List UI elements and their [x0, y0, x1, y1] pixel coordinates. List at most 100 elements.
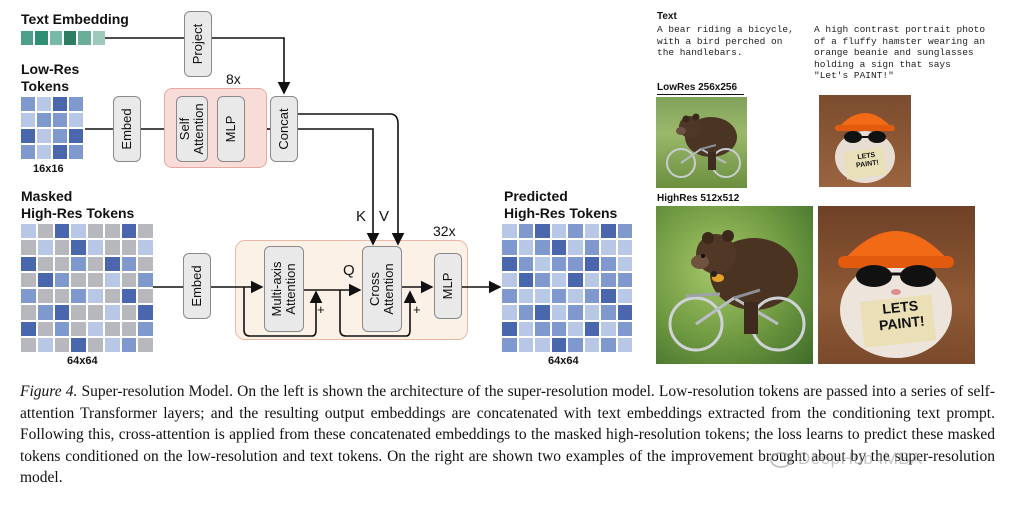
token-cell [37, 289, 53, 304]
token-cell [104, 321, 120, 336]
token-cell [584, 224, 599, 239]
concat-box: Concat [270, 96, 298, 162]
token-cell [584, 256, 599, 271]
token-cell [53, 97, 67, 111]
token-cell [568, 321, 583, 336]
token-cell [88, 272, 103, 287]
token-cell [71, 305, 86, 320]
token-cell [54, 272, 70, 287]
token-cell [21, 337, 36, 352]
token-cell [535, 256, 550, 271]
token-cell [535, 240, 550, 255]
token-cell [502, 321, 517, 336]
token-cell [518, 272, 533, 287]
token-cell [138, 224, 153, 239]
token-cell [502, 305, 517, 320]
token-cell [551, 272, 566, 287]
masked-high-res-label: Masked High-Res Tokens [21, 188, 135, 221]
token-cell [88, 337, 103, 352]
token-cell [568, 272, 583, 287]
token-cell [21, 305, 36, 320]
lowres-hamster-image: LETS PAINT! [819, 95, 911, 187]
embed-box-high-res: Embed [183, 253, 211, 319]
token-cell [617, 289, 632, 304]
token-cell [535, 224, 550, 239]
token-cell [584, 337, 599, 352]
token-cell [551, 321, 566, 336]
token-cell [54, 337, 70, 352]
token-cell [21, 256, 36, 271]
token-cell [535, 272, 550, 287]
token-cell [104, 289, 120, 304]
token-cell [551, 337, 566, 352]
token-cell [21, 240, 36, 255]
token-cell [568, 337, 583, 352]
text-embedding-bar [21, 31, 105, 45]
token-cell [584, 289, 599, 304]
lowres-bear-image [656, 97, 747, 188]
token-cell [601, 289, 616, 304]
token-cell [88, 224, 103, 239]
token-cell [21, 224, 36, 239]
token-cell [617, 321, 632, 336]
token-cell [601, 240, 616, 255]
token-cell [121, 272, 137, 287]
token-cell [37, 305, 53, 320]
token-cell [518, 305, 533, 320]
prompt-bear: A bear riding a bicycle, with a bird per… [657, 24, 794, 58]
token-cell [502, 256, 517, 271]
repeat-8x-label: 8x [226, 71, 241, 87]
token-cell [518, 256, 533, 271]
watermark: DeepHub IMBA [770, 449, 922, 469]
low-res-label: Low-Res Tokens [21, 61, 80, 94]
highres-label: HighRes 512x512 [657, 193, 740, 204]
token-cell [551, 240, 566, 255]
token-cell [138, 240, 153, 255]
token-cell [601, 272, 616, 287]
text-embedding-label: Text Embedding [21, 11, 129, 27]
predicted-high-res-token-grid [502, 224, 632, 352]
k-label: K [356, 208, 367, 225]
token-cell [69, 113, 83, 127]
token-cell [71, 337, 86, 352]
token-cell [601, 321, 616, 336]
token-cell [71, 224, 86, 239]
token-cell [518, 289, 533, 304]
token-cell [104, 256, 120, 271]
token-cell [121, 305, 137, 320]
text-embedding-cell [35, 31, 48, 45]
project-box: Project [184, 11, 212, 77]
token-cell [601, 337, 616, 352]
token-cell [88, 256, 103, 271]
token-cell [121, 240, 137, 255]
token-cell [535, 321, 550, 336]
text-embedding-cell [92, 31, 105, 45]
caption-text: Super-resolution Model. On the left is s… [20, 383, 995, 486]
token-cell [71, 289, 86, 304]
token-cell [551, 224, 566, 239]
token-cell [21, 113, 35, 127]
prompt-hamster: A high contrast portrait photo of a fluf… [814, 24, 986, 81]
highres-bear-image [656, 206, 813, 364]
lowres-underline [657, 94, 744, 95]
token-cell [121, 224, 137, 239]
token-cell [502, 240, 517, 255]
token-cell [584, 305, 599, 320]
text-embedding-cell [78, 31, 91, 45]
token-cell [121, 321, 137, 336]
token-cell [138, 289, 153, 304]
masked-high-res-token-grid [21, 224, 153, 352]
low-res-size-label: 16x16 [33, 163, 64, 175]
token-cell [518, 224, 533, 239]
token-cell [121, 337, 137, 352]
token-cell [138, 321, 153, 336]
token-cell [37, 321, 53, 336]
token-cell [88, 240, 103, 255]
token-cell [69, 145, 83, 159]
token-cell [88, 321, 103, 336]
token-cell [601, 224, 616, 239]
token-cell [601, 256, 616, 271]
token-cell [54, 256, 70, 271]
token-cell [54, 305, 70, 320]
